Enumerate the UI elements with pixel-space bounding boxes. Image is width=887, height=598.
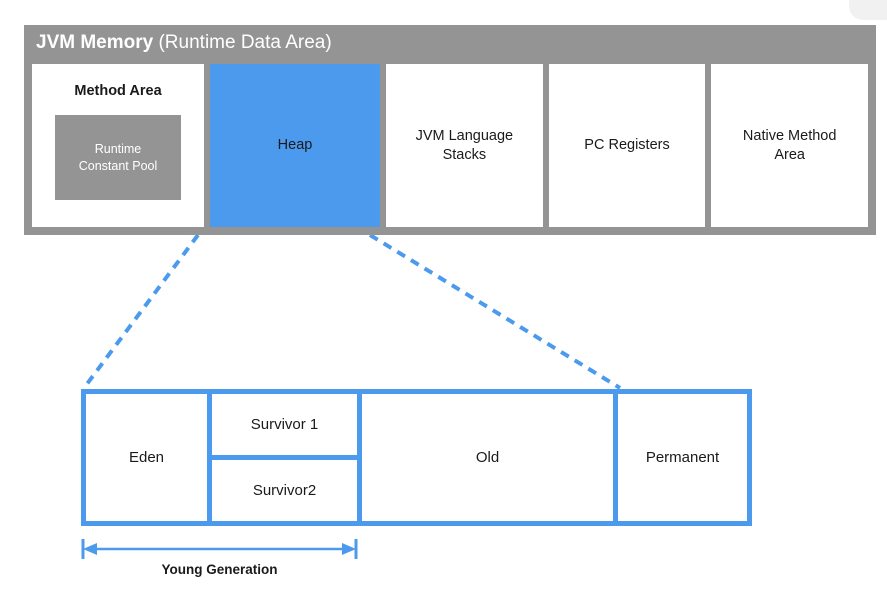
region-native-method-area-label: Native Method Area <box>743 127 837 163</box>
heap-region-old-label: Old <box>475 449 500 466</box>
young-generation-annotation: Young Generation <box>81 538 358 578</box>
region-method-area-label: Method Area <box>74 83 162 99</box>
heap-region-eden[interactable]: Eden <box>86 394 212 521</box>
heap-region-permanent[interactable]: Permanent <box>618 394 747 521</box>
jvm-language-stacks-line-2: Stacks <box>442 146 487 163</box>
region-jvm-language-stacks[interactable]: JVM Language Stacks <box>386 64 543 227</box>
native-method-area-line-2: Area <box>774 146 805 163</box>
heap-region-survivor-2-label: Survivor2 <box>252 482 317 499</box>
heap-region-survivor-1-label: Survivor 1 <box>250 416 319 433</box>
region-method-area[interactable]: Method Area Runtime Constant Pool <box>32 64 204 227</box>
region-heap-label: Heap <box>277 137 313 154</box>
jvm-regions-row: Method Area Runtime Constant Pool Heap J… <box>32 64 869 227</box>
rcp-line-2: Constant Pool <box>78 158 158 173</box>
heap-region-eden-label: Eden <box>128 449 165 466</box>
jvm-memory-title: JVM Memory (Runtime Data Area) <box>24 25 876 61</box>
page-title-normal: (Runtime Data Area) <box>153 32 332 53</box>
young-generation-label: Young Generation <box>161 562 278 577</box>
region-runtime-constant-pool-label: Runtime Constant Pool <box>79 141 158 174</box>
region-jvm-language-stacks-label: JVM Language Stacks <box>416 127 514 163</box>
region-pc-registers[interactable]: PC Registers <box>548 64 706 227</box>
region-runtime-constant-pool[interactable]: Runtime Constant Pool <box>55 115 181 201</box>
native-method-area-line-1: Native Method <box>742 128 837 145</box>
heap-region-old[interactable]: Old <box>362 394 618 521</box>
connector-line-left <box>82 233 200 390</box>
heap-region-survivor-1[interactable]: Survivor 1 <box>212 394 357 460</box>
region-pc-registers-label: PC Registers <box>584 137 670 154</box>
heap-region-survivor-2[interactable]: Survivor2 <box>212 460 357 521</box>
region-native-method-area[interactable]: Native Method Area <box>711 64 869 227</box>
page-corner-artifact <box>849 0 887 20</box>
heap-region-permanent-label: Permanent <box>645 449 720 466</box>
young-generation-arrow <box>81 539 358 559</box>
arrowhead-left <box>83 543 97 555</box>
region-heap[interactable]: Heap <box>210 64 380 227</box>
jvm-language-stacks-line-1: JVM Language <box>415 128 514 145</box>
page-title-strong: JVM Memory <box>36 32 154 53</box>
jvm-memory-container: JVM Memory (Runtime Data Area) Method Ar… <box>24 25 876 235</box>
connector-line-right <box>368 233 622 390</box>
arrowhead-right <box>342 543 356 555</box>
heap-survivor-column: Survivor 1 Survivor2 <box>212 394 362 521</box>
rcp-line-1: Runtime <box>94 142 142 157</box>
heap-detail-container: Eden Survivor 1 Survivor2 Old Permanent <box>81 389 752 526</box>
